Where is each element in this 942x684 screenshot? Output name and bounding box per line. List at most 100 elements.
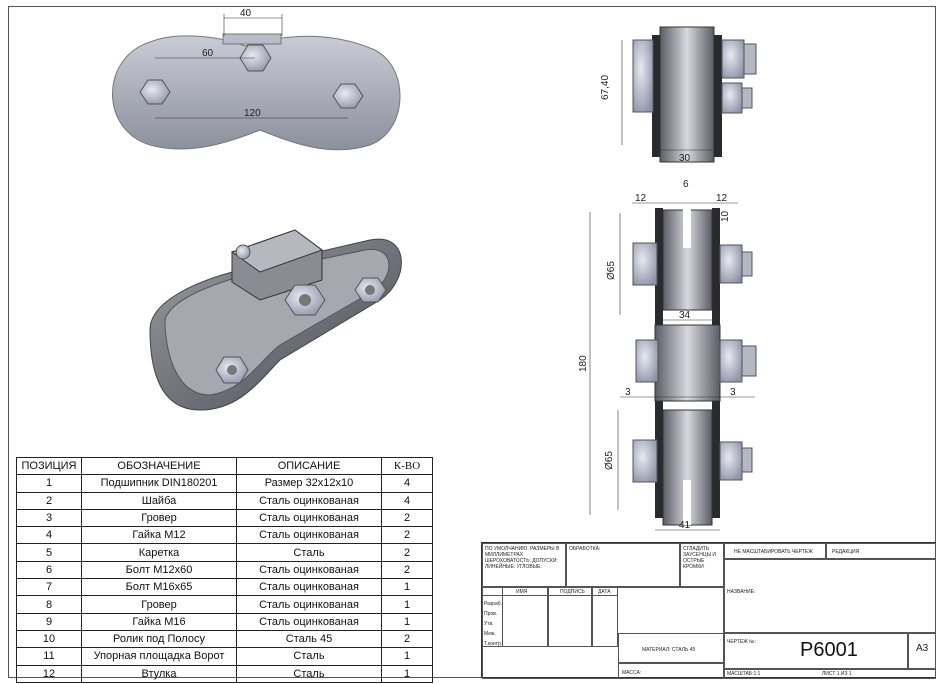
- dim-10: 10: [720, 210, 731, 222]
- bom-cell-description: Сталь: [236, 647, 382, 666]
- tb-scale: МАСШТАБ:1:1: [727, 671, 761, 677]
- tb-row-1: Пров.: [484, 611, 498, 617]
- bom-cell-qty: 1: [381, 595, 433, 614]
- bom-cell-qty: 2: [381, 526, 433, 545]
- bom-cell-designation: Гровер: [81, 595, 237, 614]
- bom-cell-qty: 1: [381, 612, 433, 631]
- iso-nut-1: [284, 284, 326, 316]
- bom-cell-position: 1: [16, 474, 82, 493]
- bom-cell-position: 11: [16, 647, 82, 666]
- bom-cell-description: Сталь оцинкованая: [236, 491, 382, 510]
- bom-cell-position: 4: [16, 526, 82, 545]
- bom-cell-designation: Шайба: [81, 491, 237, 510]
- iso-nut-2: [354, 277, 387, 303]
- tb-col-signature: ПОДПИСЬ: [560, 589, 585, 595]
- bom-header-designation: ОБОЗНАЧЕНИЕ: [81, 456, 237, 476]
- bom-cell-qty: 1: [381, 664, 433, 683]
- bom-cell-designation: Упорная площадка Ворот: [81, 647, 237, 666]
- tb-finish: ОБРАБОТКА:: [569, 546, 601, 552]
- dim-60: 60: [202, 48, 214, 59]
- tb-no-scale: НЕ МАСШТАБИРОВАТЬ ЧЕРТЕЖ: [734, 549, 813, 555]
- tb-row-2: Утв.: [484, 621, 494, 627]
- dim-d65-bottom: Ø65: [604, 451, 615, 470]
- dim-41: 41: [679, 520, 691, 531]
- top-view: 40 60 120: [112, 8, 401, 151]
- bom-cell-designation: Болт М16х65: [81, 578, 237, 597]
- bom-cell-description: Сталь оцинкованая: [236, 560, 382, 580]
- bom-header-qty: К-ВО: [381, 456, 433, 476]
- tb-col-date: ДАТА: [598, 589, 611, 595]
- bom-cell-qty: 4: [381, 491, 433, 510]
- tb-col-name: ИМЯ: [516, 589, 528, 595]
- bom-cell-description: Сталь оцинкованая: [236, 526, 382, 545]
- dim-30: 30: [679, 153, 691, 164]
- tb-format: А3: [916, 643, 929, 654]
- bom-cell-description: Размер 32x12x10: [236, 474, 382, 493]
- bom-cell-description: Сталь: [236, 543, 382, 562]
- dim-67-40: 67,40: [600, 75, 611, 100]
- tb-deburr: СГЛАДИТЬ ЗАУСЕНЦЫ И ОСТРЫЕ КРОМКИ: [683, 546, 716, 570]
- tb-sheet: ЛИСТ 1 ИЗ 1: [822, 671, 852, 677]
- bom-cell-description: Сталь 45: [236, 629, 382, 649]
- tb-row-4: Т.контр.: [484, 641, 503, 647]
- bom-cell-position: 9: [16, 612, 82, 631]
- bom-cell-description: Сталь: [236, 664, 382, 683]
- bom-cell-designation: Подшипник DIN180201: [81, 474, 237, 493]
- dim-40: 40: [240, 8, 252, 19]
- bom-header-description: ОПИСАНИЕ: [236, 456, 382, 476]
- bom-cell-description: Сталь оцинкованая: [236, 612, 382, 631]
- tb-row-3: Меж.: [484, 631, 496, 637]
- bom-cell-qty: 2: [381, 508, 433, 528]
- bom-cell-designation: Болт М12х60: [81, 560, 237, 580]
- bom-cell-position: 2: [16, 491, 82, 510]
- bom-cell-position: 5: [16, 543, 82, 562]
- bom-cell-designation: Гровер: [81, 508, 237, 528]
- bom-cell-designation: Гайка М12: [81, 526, 237, 545]
- bom-cell-position: 12: [16, 664, 82, 683]
- bom-cell-qty: 1: [381, 578, 433, 597]
- dim-120: 120: [244, 108, 261, 119]
- dim-180: 180: [578, 355, 589, 372]
- bom-cell-qty: 2: [381, 560, 433, 580]
- bom-cell-qty: 1: [381, 647, 433, 666]
- isometric-view: [149, 229, 402, 411]
- bom-cell-qty: 2: [381, 543, 433, 562]
- title-block: ПО УМОЛЧАНИЮ: РАЗМЕРЫ В МИЛЛИМЕТРАХ ШЕРО…: [481, 542, 936, 679]
- dim-12-right: 12: [716, 193, 728, 204]
- hex-bolt-center: [239, 44, 272, 72]
- side-view: 67,40 30: [600, 26, 757, 164]
- bom-cell-position: 8: [16, 595, 82, 614]
- tb-revision: РЕДАКЦИЯ: [832, 549, 860, 555]
- dim-3-right: 3: [730, 387, 736, 398]
- bom-header-row: ПОЗИЦИЯ ОБОЗНАЧЕНИЕ ОПИСАНИЕ К-ВО: [16, 456, 433, 476]
- bom-cell-position: 7: [16, 578, 82, 597]
- bom-header-position: ПОЗИЦИЯ: [16, 456, 82, 476]
- dim-d65-top: Ø65: [606, 261, 617, 280]
- bom-cell-qty: 4: [381, 474, 433, 493]
- bom-cell-position: 10: [16, 629, 82, 649]
- dim-34: 34: [679, 310, 691, 321]
- bom-cell-description: Сталь оцинкованая: [236, 595, 382, 614]
- bom-cell-position: 6: [16, 560, 82, 580]
- tb-material: МАТЕРИАЛ: СТАЛЬ 45: [642, 647, 696, 653]
- hex-bolt-right: [332, 83, 364, 109]
- bom-cell-designation: Гайка М16: [81, 612, 237, 631]
- bom-cell-description: Сталь оцинкованая: [236, 508, 382, 528]
- bom-cell-qty: 2: [381, 629, 433, 649]
- tb-default-units: ПО УМОЛЧАНИЮ: РАЗМЕРЫ В МИЛЛИМЕТРАХ ШЕРО…: [485, 546, 560, 570]
- tb-row-0: Разраб.: [484, 601, 503, 607]
- tb-drawing-number: Р6001: [800, 639, 858, 661]
